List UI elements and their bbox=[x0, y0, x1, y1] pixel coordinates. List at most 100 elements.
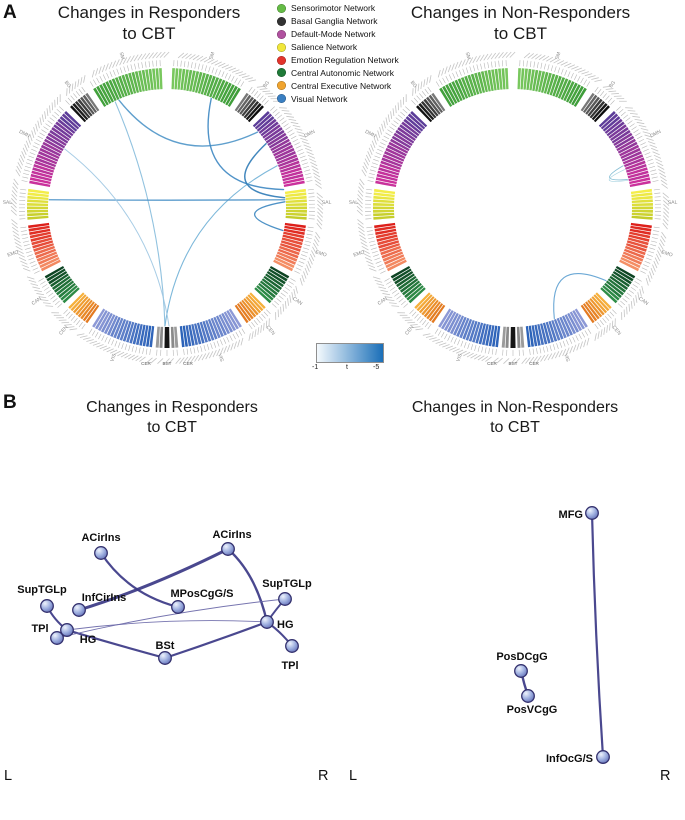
region-label-mark bbox=[307, 260, 312, 269]
network-group-label: SM bbox=[118, 51, 126, 60]
region-label-mark bbox=[64, 324, 72, 326]
circos-region-block bbox=[134, 71, 142, 93]
circos-region-block bbox=[222, 84, 235, 104]
legend-item: Emotion Regulation Network bbox=[277, 54, 399, 67]
region-label-mark bbox=[312, 242, 318, 250]
region-tick bbox=[31, 148, 37, 152]
connection-arc bbox=[553, 272, 607, 320]
brain-node-label: BSt bbox=[156, 640, 175, 652]
brain-node-label: MPosCgG/S bbox=[171, 588, 234, 600]
circos-region-block bbox=[373, 195, 395, 201]
region-label-mark bbox=[22, 147, 27, 155]
region-tick bbox=[216, 340, 220, 347]
region-tick bbox=[288, 281, 294, 285]
region-tick bbox=[636, 278, 642, 282]
circos-region-block bbox=[397, 127, 416, 142]
region-tick bbox=[414, 313, 419, 319]
circos-region-block bbox=[484, 70, 491, 92]
circos-region-block bbox=[202, 320, 212, 342]
region-tick bbox=[649, 247, 656, 250]
circos-region-block bbox=[377, 237, 399, 246]
legend-label: Visual Network bbox=[291, 93, 348, 104]
region-tick bbox=[303, 166, 310, 169]
region-label-mark bbox=[628, 303, 631, 312]
region-label-mark bbox=[280, 306, 282, 315]
circos-region-block bbox=[27, 212, 49, 217]
circos-region-block bbox=[44, 265, 65, 279]
region-label-mark bbox=[139, 356, 146, 362]
region-label-mark bbox=[458, 60, 463, 68]
region-tick bbox=[23, 169, 30, 172]
region-label-mark bbox=[301, 141, 310, 145]
circos-region-block bbox=[491, 69, 497, 91]
region-tick bbox=[648, 162, 655, 165]
circos-region-block bbox=[375, 180, 397, 188]
circos-region-block bbox=[268, 268, 288, 282]
network-group-label: VIS bbox=[562, 353, 571, 363]
circos-region-block bbox=[33, 163, 55, 173]
circos-region-block bbox=[629, 231, 651, 239]
circos-region-block bbox=[260, 121, 279, 137]
region-tick bbox=[477, 345, 480, 352]
network-group-label: CAN bbox=[31, 296, 43, 307]
circos-region-block bbox=[525, 326, 531, 348]
circos-region-block bbox=[100, 312, 113, 333]
region-tick bbox=[560, 68, 564, 75]
circos-region-block bbox=[29, 231, 51, 239]
circos-region-block bbox=[468, 320, 478, 342]
region-label-mark bbox=[141, 53, 147, 60]
circos-region-block bbox=[285, 195, 307, 201]
network-color-dot bbox=[277, 94, 286, 104]
brain-node-label: SupTGLp bbox=[17, 584, 67, 596]
region-tick bbox=[371, 250, 378, 254]
circos-region-block bbox=[61, 113, 80, 130]
region-label-mark bbox=[190, 355, 196, 363]
circos-region-block bbox=[620, 147, 641, 159]
region-label-mark bbox=[290, 121, 299, 125]
region-label-mark bbox=[295, 285, 298, 294]
region-label-mark bbox=[263, 322, 265, 331]
region-tick bbox=[405, 106, 410, 111]
circos-region-block bbox=[480, 71, 488, 93]
region-tick bbox=[368, 237, 375, 240]
region-tick bbox=[67, 97, 73, 103]
region-label-mark bbox=[466, 352, 474, 358]
region-label-mark bbox=[655, 158, 663, 163]
circos-region-block bbox=[485, 324, 492, 346]
circos-region-block bbox=[40, 259, 61, 272]
circos-region-block bbox=[382, 251, 404, 262]
circos-region-block bbox=[205, 319, 215, 341]
region-tick bbox=[253, 91, 259, 97]
network-group-label: SAL bbox=[349, 200, 359, 206]
circos-region-block bbox=[612, 270, 632, 285]
region-label-mark bbox=[498, 52, 504, 59]
title-line: Changes in Responders bbox=[86, 399, 258, 416]
circos-region-block bbox=[384, 254, 405, 265]
region-tick bbox=[569, 338, 573, 344]
circos-region-block bbox=[613, 132, 633, 146]
circos-region-block bbox=[465, 319, 475, 341]
region-tick bbox=[183, 348, 185, 356]
region-tick bbox=[306, 180, 313, 182]
region-label-mark bbox=[542, 55, 550, 61]
legend-label: Central Autonomic Network bbox=[291, 67, 394, 78]
circos-region-block bbox=[279, 245, 300, 256]
region-tick bbox=[294, 142, 300, 146]
region-label-mark bbox=[509, 358, 516, 365]
brain-node bbox=[585, 506, 599, 520]
region-tick bbox=[448, 74, 452, 81]
circos-region-block bbox=[129, 322, 138, 344]
circos-region-block bbox=[582, 303, 598, 322]
circos-region-block bbox=[226, 310, 239, 330]
circos-region-block bbox=[399, 278, 419, 293]
brain-edge bbox=[590, 511, 605, 759]
region-tick bbox=[303, 247, 310, 250]
network-group-label: VIS bbox=[109, 352, 118, 362]
legend-label: Central Executive Network bbox=[291, 80, 392, 91]
brain-node-label: InfCirIns bbox=[82, 592, 127, 604]
region-tick bbox=[93, 79, 97, 85]
region-label-mark bbox=[76, 333, 85, 336]
region-label-mark bbox=[112, 60, 117, 68]
region-label-mark bbox=[629, 112, 638, 115]
circos-region-block bbox=[607, 278, 627, 293]
